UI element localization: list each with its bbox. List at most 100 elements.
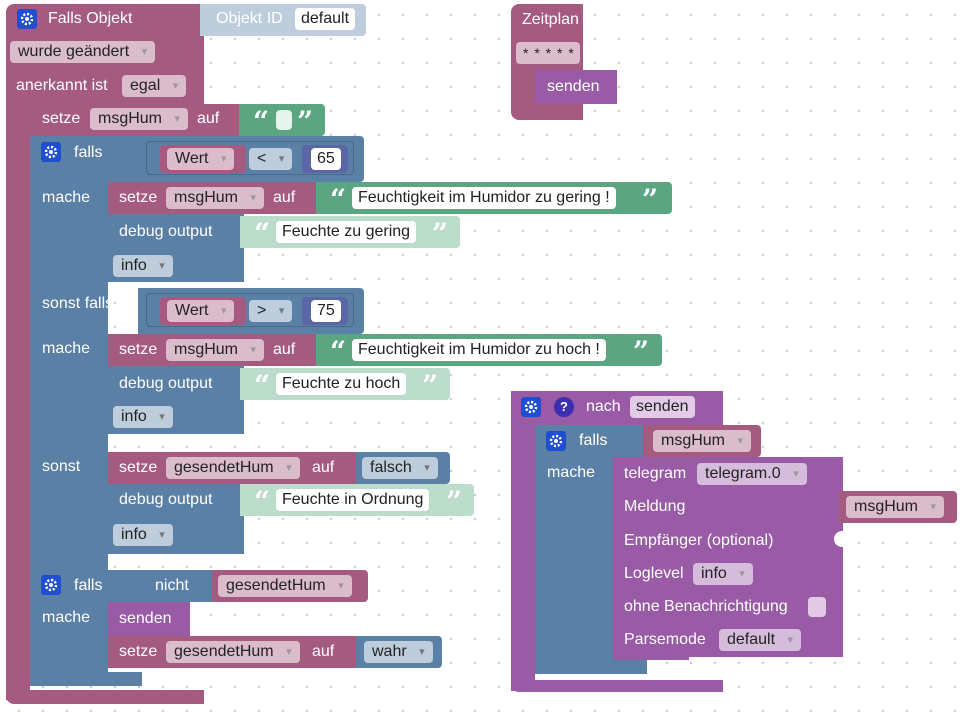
gear-icon[interactable] — [521, 397, 541, 417]
var-select[interactable]: msgHum — [846, 496, 945, 518]
func-if-spine — [535, 425, 613, 673]
operator-select[interactable]: < — [249, 148, 293, 170]
event-block-footer — [6, 690, 204, 704]
quote-open-icon: “ — [330, 335, 347, 368]
auf-label: auf — [197, 110, 220, 127]
empfaenger-label: Empfänger (optional) — [624, 532, 774, 549]
number-value[interactable]: 65 — [311, 148, 341, 170]
var-select[interactable]: gesendetHum — [166, 457, 300, 479]
set-label: setze — [42, 110, 81, 127]
text-value[interactable]: Feuchtigkeit im Humidor zu gering ! — [352, 187, 616, 209]
if2-block-footer — [30, 672, 142, 686]
falls-label: falls — [579, 432, 608, 449]
set-label: setze — [119, 189, 158, 206]
gear-icon[interactable] — [546, 431, 566, 451]
level-select[interactable]: info — [113, 255, 173, 277]
parse-label: Parsemode — [624, 631, 706, 648]
bool-select[interactable]: falsch — [362, 457, 438, 479]
call-label: senden — [119, 610, 172, 627]
object-id-value[interactable]: default — [295, 8, 356, 30]
object-id-label: Objekt ID — [216, 10, 283, 27]
text-value[interactable]: Feuchtigkeit im Humidor zu hoch ! — [352, 339, 606, 361]
event-block-spine — [6, 100, 30, 700]
var-select[interactable]: msgHum — [653, 430, 752, 452]
help-icon[interactable]: ? — [554, 397, 574, 417]
mache-label: mache — [547, 464, 596, 481]
set-label: setze — [119, 643, 158, 660]
mache-label: mache — [42, 189, 91, 206]
parse-select[interactable]: default — [719, 629, 802, 651]
ack-select[interactable]: egal — [122, 75, 187, 97]
debug-label: debug output — [119, 375, 213, 392]
var-select[interactable]: msgHum — [166, 339, 265, 361]
not-block[interactable] — [138, 570, 216, 602]
level-select[interactable]: info — [113, 406, 173, 428]
quote-close-icon: ” — [422, 369, 439, 402]
function-name[interactable]: senden — [630, 396, 695, 418]
telegram-label: telegram — [624, 465, 687, 482]
quote-open-icon: “ — [254, 369, 271, 402]
loglevel-select[interactable]: info — [693, 563, 753, 585]
gear-icon[interactable] — [41, 575, 61, 595]
debug-label: debug output — [119, 223, 213, 240]
wert-select[interactable]: Wert — [167, 148, 235, 170]
telegram-block[interactable] — [613, 457, 843, 657]
mache-label: mache — [42, 609, 91, 626]
telegram-block-tail — [613, 650, 689, 660]
call-senden-block[interactable] — [108, 602, 190, 636]
auf-label: auf — [312, 459, 335, 476]
gear-icon[interactable] — [17, 9, 37, 29]
ack-label: anerkannt ist — [16, 77, 108, 94]
wert-select[interactable]: Wert — [167, 300, 235, 322]
sonst-falls-label: sonst falls — [42, 295, 114, 312]
trigger-select[interactable]: wurde geändert — [10, 41, 156, 63]
quote-close-icon: ” — [432, 217, 449, 250]
if-block-spine — [30, 136, 108, 570]
var-select[interactable]: gesendetHum — [218, 575, 352, 597]
cron-value: * * * * * — [523, 45, 575, 61]
operator-select[interactable]: > — [249, 300, 293, 322]
mache-label: mache — [42, 340, 91, 357]
call-label: senden — [547, 78, 600, 95]
auf-label: auf — [273, 189, 296, 206]
quote-open-icon: “ — [253, 105, 270, 138]
quote-open-icon: “ — [254, 485, 271, 518]
var-select[interactable]: msgHum — [90, 108, 189, 130]
func-if-footer — [535, 660, 647, 674]
schedule-block-footer — [511, 104, 583, 120]
nicht-label: nicht — [155, 577, 189, 594]
falls-label: falls — [74, 144, 103, 161]
loglevel-label: Loglevel — [624, 565, 684, 582]
empty-text-field[interactable] — [276, 110, 292, 130]
silent-label: ohne Benachrichtigung — [624, 598, 788, 615]
quote-close-icon: ” — [642, 183, 659, 216]
function-block-spine — [511, 391, 535, 691]
quote-open-icon: “ — [330, 183, 347, 216]
level-select[interactable]: info — [113, 524, 173, 546]
empfaenger-socket[interactable] — [834, 531, 844, 547]
var-select[interactable]: msgHum — [166, 187, 265, 209]
schedule-block-spine — [511, 60, 535, 110]
falls-label: falls — [74, 577, 103, 594]
var-select[interactable]: gesendetHum — [166, 641, 300, 663]
call-senden-block[interactable] — [535, 70, 617, 104]
number-value[interactable]: 75 — [311, 300, 341, 322]
auf-label: auf — [312, 643, 335, 660]
cron-field[interactable] — [516, 42, 580, 64]
text-value[interactable]: Feuchte zu hoch — [276, 373, 407, 395]
silent-checkbox[interactable] — [808, 597, 826, 617]
gear-icon[interactable] — [41, 142, 61, 162]
quote-open-icon: “ — [254, 217, 271, 250]
auf-label: auf — [273, 341, 296, 358]
event-title: Falls Objekt — [48, 10, 133, 27]
quote-close-icon: ” — [297, 105, 314, 138]
schedule-title: Zeitplan — [522, 11, 579, 28]
text-value[interactable]: Feuchte zu gering — [276, 221, 417, 243]
set-label: setze — [119, 341, 158, 358]
text-value[interactable]: Feuchte in Ordnung — [276, 489, 430, 511]
quote-close-icon: ” — [633, 335, 650, 368]
nach-label: nach — [586, 398, 621, 415]
telegram-select[interactable]: telegram.0 — [697, 463, 807, 485]
meldung-label: Meldung — [624, 498, 686, 515]
bool-select[interactable]: wahr — [364, 641, 433, 663]
